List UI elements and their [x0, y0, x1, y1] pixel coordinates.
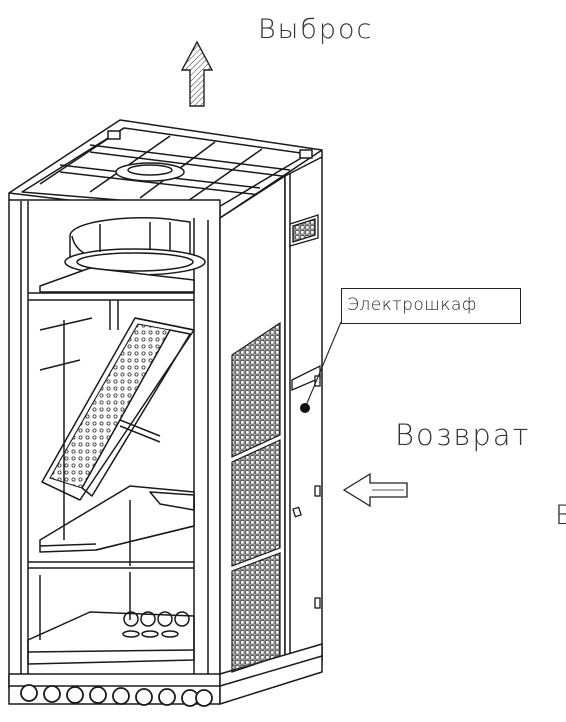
electrical-cabinet-label: Электрошкаф — [341, 288, 521, 324]
cropped-edge-label: B — [555, 500, 566, 531]
base-connections — [20, 684, 213, 707]
exhaust-label: Выброс — [258, 14, 374, 45]
side-grilles — [231, 321, 281, 673]
return-arrow-icon — [342, 472, 408, 508]
exhaust-arrow-icon — [180, 40, 214, 107]
electrical-cabinet-details — [289, 214, 321, 609]
unit-body — [8, 119, 323, 705]
cabinet-marker-dot-icon — [300, 403, 310, 413]
return-air-label: Возврат — [395, 418, 531, 452]
cabinet-leader — [300, 321, 342, 413]
